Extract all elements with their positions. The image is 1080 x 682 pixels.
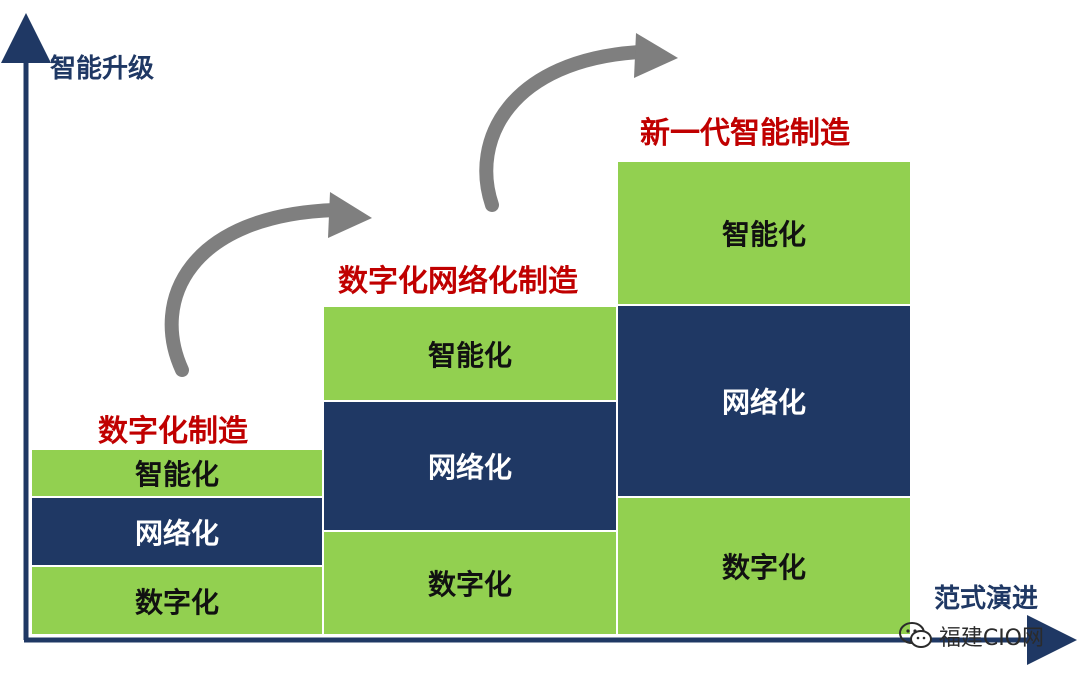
stage-1-intelligent-block: 智能化 bbox=[32, 450, 322, 496]
stage-1-title: 数字化制造 bbox=[98, 414, 248, 449]
stage-1-network-block: 网络化 bbox=[32, 498, 322, 565]
progress-arrow-2-head bbox=[634, 33, 678, 78]
stage-3-intelligent-block: 智能化 bbox=[618, 162, 910, 304]
watermark-text: 福建CIO网 bbox=[938, 626, 1044, 651]
stage-3-title: 新一代智能制造 bbox=[640, 116, 850, 151]
stage-1-digital-block: 数字化 bbox=[32, 567, 322, 634]
progress-arrow-2 bbox=[479, 45, 647, 212]
stage-3-digital-block: 数字化 bbox=[618, 498, 910, 634]
x-axis-label: 范式演进 bbox=[934, 584, 1039, 614]
watermark: 福建CIO网 bbox=[898, 620, 1044, 652]
wechat-icon bbox=[898, 622, 932, 648]
progress-arrow-1 bbox=[164, 203, 342, 377]
stage-3-network-block: 网络化 bbox=[618, 306, 910, 496]
stage-2-network-block: 网络化 bbox=[324, 402, 616, 530]
y-axis-label: 智能升级 bbox=[50, 54, 155, 84]
progress-arrow-1-head bbox=[328, 192, 372, 238]
stage-2-intelligent-block: 智能化 bbox=[324, 307, 616, 400]
stage-2-digital-block: 数字化 bbox=[324, 532, 616, 634]
stage-2-title: 数字化网络化制造 bbox=[338, 264, 578, 299]
